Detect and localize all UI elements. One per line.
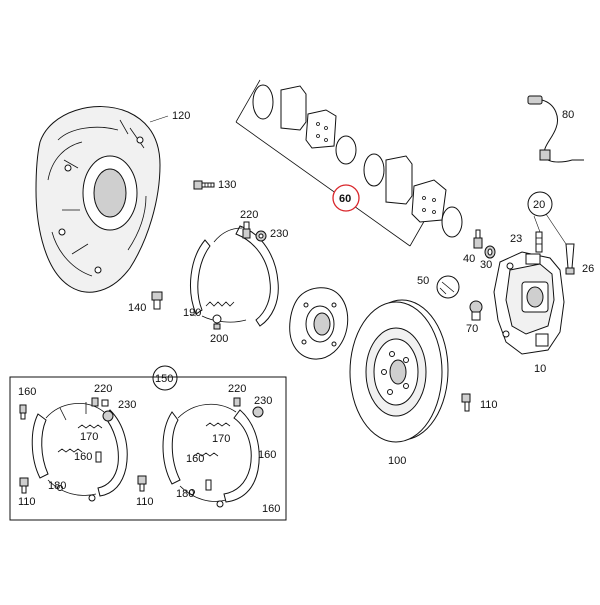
label-180-a: 180 (48, 480, 66, 492)
pin-40[interactable] (473, 229, 483, 249)
label-120: 120 (172, 110, 190, 122)
label-20: 20 (533, 199, 545, 211)
label-40: 40 (463, 253, 475, 265)
bolt-110-left-a[interactable] (19, 477, 29, 494)
wrench-50[interactable] (436, 275, 460, 299)
label-150: 150 (155, 373, 173, 385)
spring-170-left[interactable] (77, 424, 103, 429)
label-23: 23 (510, 233, 522, 245)
spring-190[interactable] (205, 301, 235, 307)
spring-170-right[interactable] (205, 422, 231, 427)
label-30: 30 (480, 259, 492, 271)
bleeder-140[interactable] (151, 291, 163, 310)
cap-230[interactable] (255, 230, 267, 242)
left-shoe-assembly[interactable] (31, 402, 128, 502)
label-170-a: 170 (80, 431, 98, 443)
wear-sensor-80[interactable] (527, 95, 584, 163)
label-110-b: 110 (136, 496, 154, 508)
callout-60-circle (332, 184, 360, 212)
label-130: 130 (218, 179, 236, 191)
spring-220[interactable] (242, 221, 251, 239)
brake-shoe-190[interactable] (190, 225, 279, 327)
label-220: 220 (240, 209, 258, 221)
bolt-130[interactable] (193, 180, 215, 190)
dust-shield-120[interactable] (35, 106, 161, 293)
label-220-a: 220 (94, 383, 112, 395)
adjuster-200[interactable] (212, 314, 222, 330)
parking-brake-kit-box (9, 376, 287, 521)
pin-26[interactable] (565, 243, 575, 275)
label-110-right: 110 (480, 399, 498, 411)
spring-220-right[interactable] (233, 397, 241, 407)
label-190: 190 (183, 307, 201, 319)
callout-20[interactable]: 20 (527, 191, 567, 245)
hub-flange[interactable] (289, 287, 349, 360)
brake-disc-100[interactable] (349, 299, 449, 443)
cap-230-left[interactable] (102, 410, 114, 422)
label-50: 50 (417, 275, 429, 287)
label-160-d: 160 (258, 449, 276, 461)
label-140: 140 (128, 302, 146, 314)
bolt-110-right[interactable] (461, 393, 471, 412)
label-230: 230 (270, 228, 288, 240)
label-110-a: 110 (18, 496, 36, 508)
callout-60[interactable]: 60 (332, 184, 360, 212)
label-230-b: 230 (254, 395, 272, 407)
caliper-10[interactable] (493, 251, 565, 355)
brake-pad-set-60[interactable] (235, 79, 463, 247)
label-26: 26 (582, 263, 594, 275)
pin-left-b[interactable] (95, 451, 102, 463)
cap-230-right[interactable] (252, 406, 264, 418)
label-230-a: 230 (118, 399, 136, 411)
label-160-c: 160 (186, 453, 204, 465)
pin-left-a[interactable] (19, 404, 27, 420)
right-shoe-assembly[interactable] (162, 403, 260, 508)
pin-right[interactable] (205, 479, 212, 491)
label-60: 60 (339, 193, 351, 205)
spring-220-left[interactable] (91, 397, 109, 407)
label-160-e: 160 (262, 503, 280, 515)
label-10: 10 (534, 363, 546, 375)
label-200: 200 (210, 333, 228, 345)
bolt-70[interactable] (469, 300, 483, 321)
cap-30[interactable] (484, 245, 496, 259)
label-170-b: 170 (212, 433, 230, 445)
label-70: 70 (466, 323, 478, 335)
label-160-a: 160 (18, 386, 36, 398)
label-180-b: 180 (176, 488, 194, 500)
label-80: 80 (562, 109, 574, 121)
label-160-b: 160 (74, 451, 92, 463)
bolt-110-left-b[interactable] (137, 475, 147, 492)
label-220-b: 220 (228, 383, 246, 395)
callout-150[interactable]: 150 (152, 365, 178, 391)
pin-23[interactable] (535, 231, 543, 253)
label-100: 100 (388, 455, 406, 467)
